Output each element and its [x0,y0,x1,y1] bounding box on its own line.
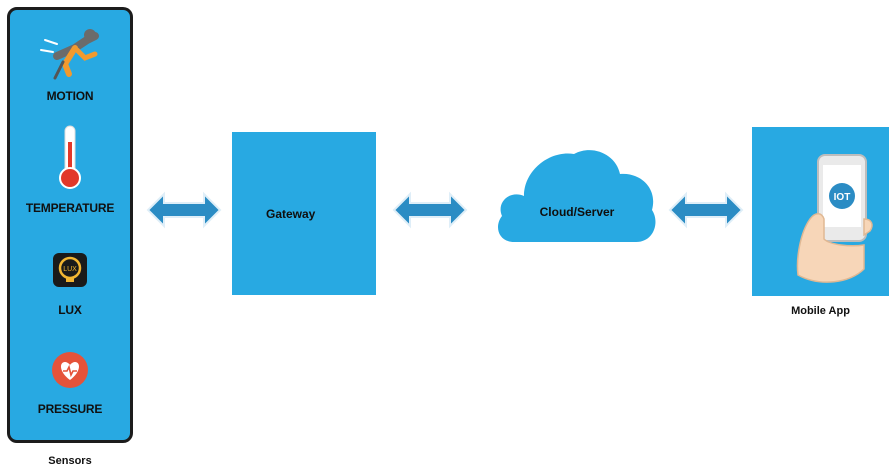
cloud-label: Cloud/Server [539,205,615,219]
hand-holding-phone-icon: IOT [796,154,873,283]
thermometer-icon [59,125,81,189]
svg-text:LUX: LUX [63,266,77,273]
sensor-temperature-label: TEMPERATURE [25,201,115,215]
light-bulb-icon: LUX [53,253,87,287]
sensor-motion: MOTION [10,26,130,103]
heart-pressure-icon [52,352,88,388]
running-person-icon [40,29,99,80]
sensor-pressure: PRESSURE [10,351,130,416]
mobile-app-caption: Mobile App [791,305,850,317]
phone-screen-text: IOT [834,192,851,203]
gateway-box: Gateway [232,132,376,295]
double-arrow-icon [392,191,468,229]
sensors-panel: MOTION TEMPERATURE LUX LUX PRESSURE [7,7,133,443]
gateway-label: Gateway [266,207,316,221]
mobile-app-box: IOT [752,127,889,296]
sensor-motion-label: MOTION [46,89,94,103]
sensor-temperature: TEMPERATURE [10,124,130,215]
sensor-lux: LUX LUX [10,252,130,317]
double-arrow-icon [146,191,222,229]
sensor-lux-label: LUX [58,303,82,317]
cloud-icon [498,150,656,242]
double-arrow-icon [668,191,744,229]
sensors-caption: Sensors [48,455,92,467]
sensor-pressure-label: PRESSURE [37,402,103,416]
